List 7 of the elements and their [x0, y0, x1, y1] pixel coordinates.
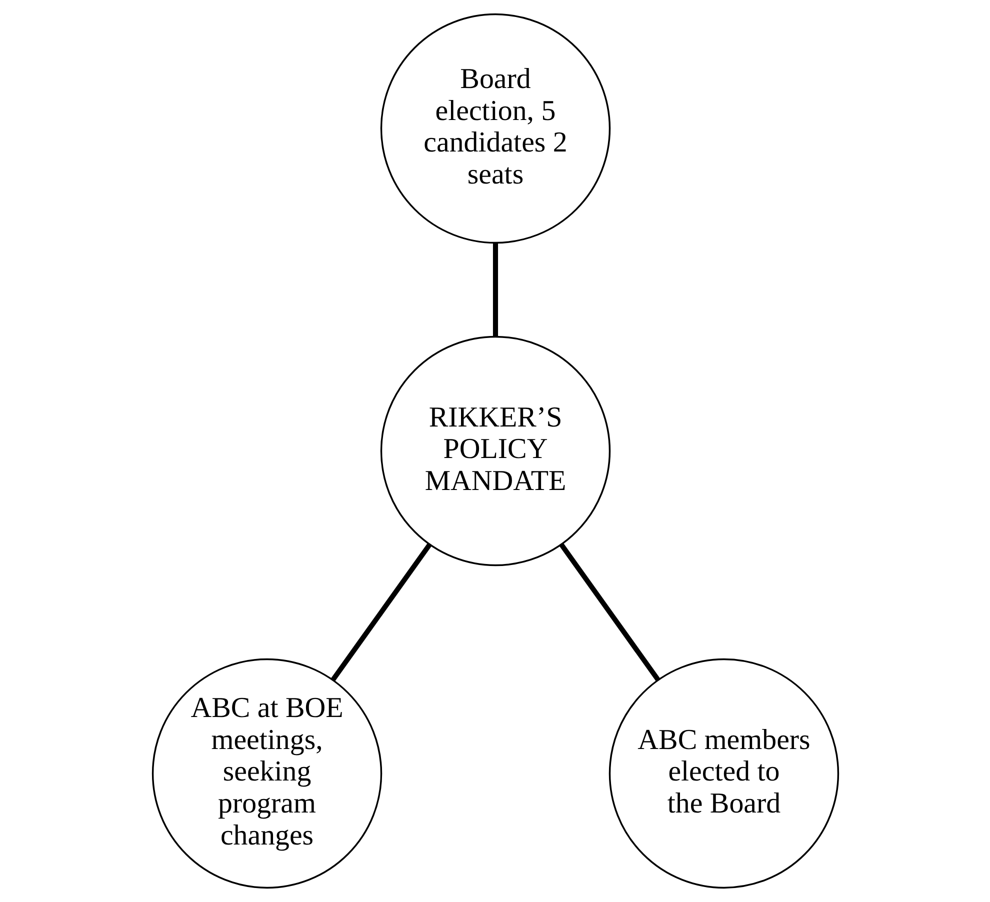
connector: [492, 243, 498, 337]
connector: [558, 542, 660, 682]
node-circle: RIKKER’S POLICY MANDATE: [380, 336, 610, 566]
node-circle: ABC members elected to the Board: [608, 658, 839, 889]
node-circle: ABC at BOE meetings, seeking program changes: [151, 658, 382, 889]
connector: [330, 542, 432, 682]
node-circle: Board election, 5 candidates 2 seats: [380, 13, 610, 244]
